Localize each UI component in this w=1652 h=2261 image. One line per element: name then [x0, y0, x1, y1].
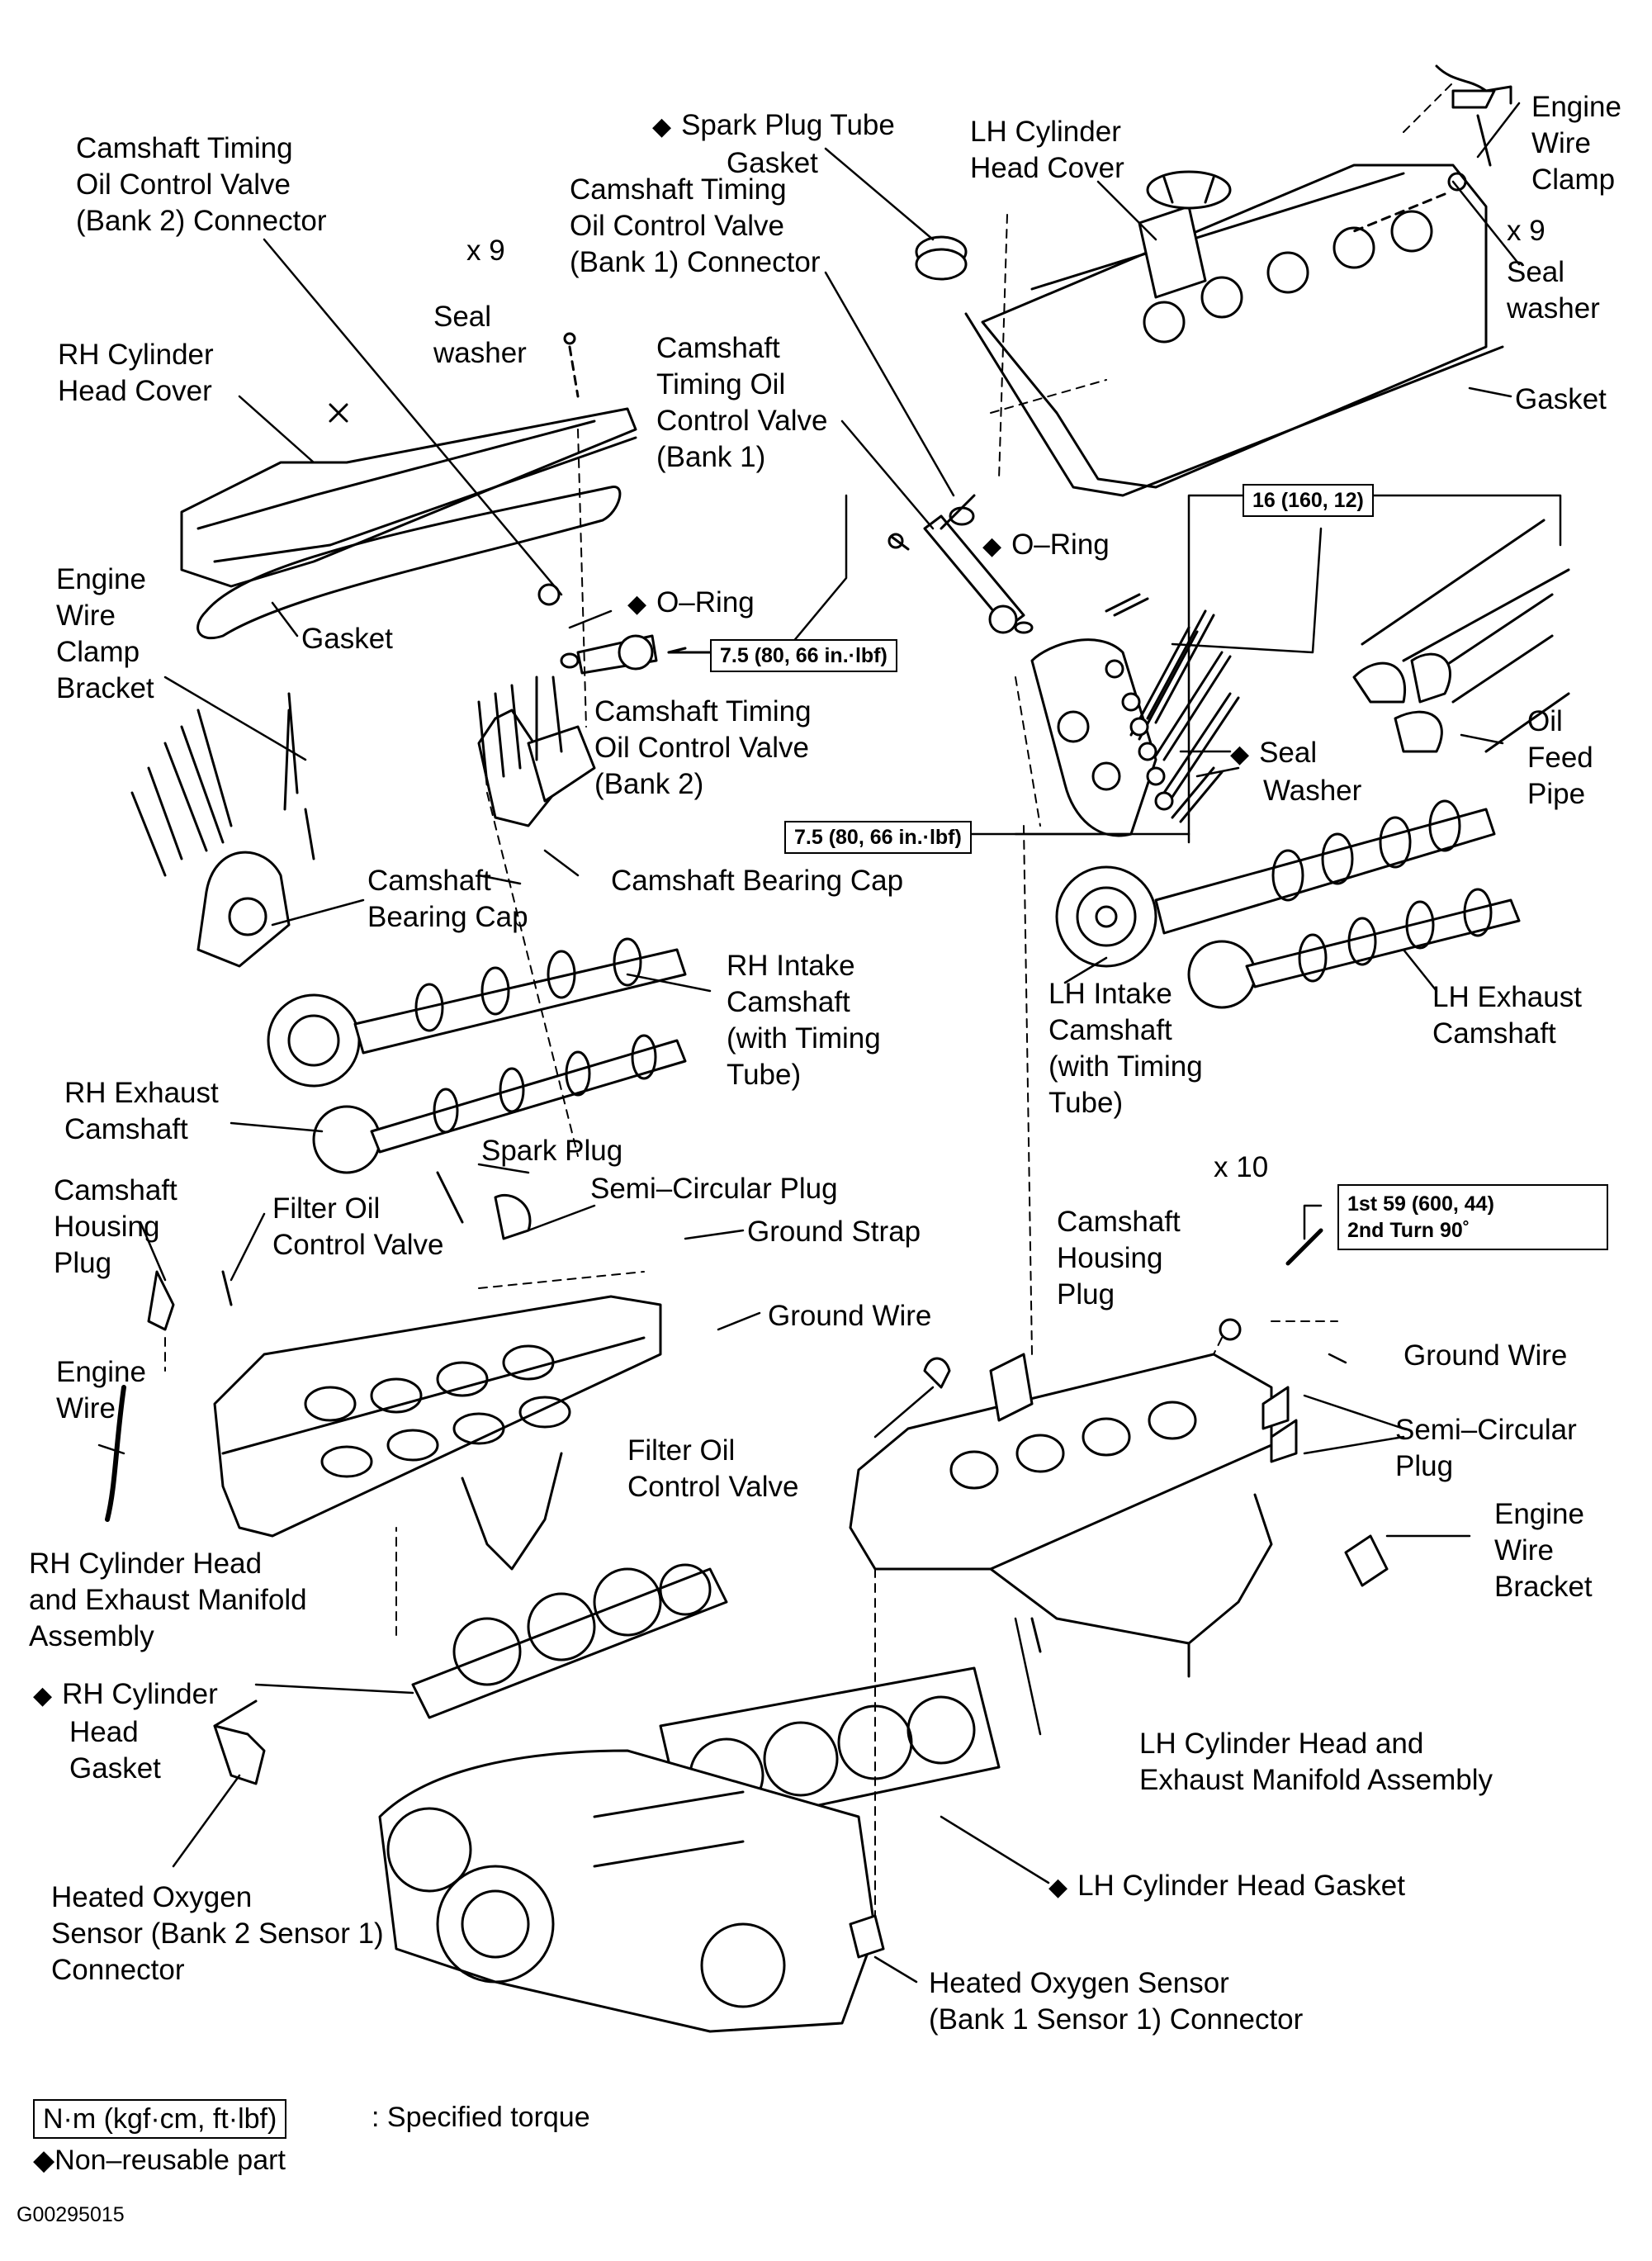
label-ocv-bank2: Camshaft Timing Oil Control Valve (Bank …	[594, 695, 812, 800]
rh-cylinder-head-cover-drawing	[180, 332, 637, 640]
rh-bearing-cap-drawing	[130, 675, 596, 968]
label-lh-intake-camshaft: LH Intake Camshaft (with Timing Tube)	[1048, 978, 1203, 1119]
legend-torque-unit-box: N·m (kgf·cm, ft·lbf)	[33, 2099, 287, 2139]
label-rh-cylinder-head-cover: RH Cylinder Head Cover	[58, 339, 214, 407]
label-spark-plug-tube-gasket: ◆Spark Plug Tube Gasket	[652, 109, 895, 179]
label-rh-intake-camshaft: RH Intake Camshaft (with Timing Tube)	[727, 950, 881, 1091]
label-seal-washer-left: Seal washer	[433, 301, 527, 369]
label-rh-head-exhaust-assembly: RH Cylinder Head and Exhaust Manifold As…	[29, 1548, 307, 1652]
torque-cap-bolt-top: 16 (160, 12)	[1243, 484, 1374, 517]
label-x9-left: x 9	[466, 235, 505, 267]
figure-id: G00295015	[17, 2203, 125, 2226]
label-filter-ocv-left: Filter Oil Control Valve	[272, 1192, 444, 1261]
engine-wire-clamp-drawing	[1352, 64, 1512, 233]
torque-ocv-bolt: 7.5 (80, 66 in.·lbf)	[710, 639, 897, 672]
label-engine-wire-bracket: Engine Wire Bracket	[1494, 1498, 1593, 1603]
label-ho2s-bank1: Heated Oxygen Sensor (Bank 1 Sensor 1) C…	[929, 1967, 1304, 2036]
label-filter-ocv-right: Filter Oil Control Valve	[627, 1434, 799, 1503]
label-rh-exhaust-camshaft: RH Exhaust Camshaft	[64, 1077, 219, 1145]
label-o-ring-lower: ◆O–Ring	[627, 586, 755, 619]
label-engine-wire-clamp: Engine Wire Clamp	[1531, 91, 1621, 196]
ocv-bank2-drawing	[537, 583, 712, 675]
label-ground-strap: Ground Strap	[747, 1216, 921, 1248]
lh-cylinder-head-cover-drawing	[915, 164, 1504, 497]
label-gasket-lh: Gasket	[1515, 383, 1607, 415]
label-lh-cylinder-head-cover: LH Cylinder Head Cover	[970, 116, 1124, 184]
label-gasket-rh: Gasket	[301, 623, 393, 655]
rh-cylinder-head-drawing	[105, 1171, 662, 1571]
lh-camshafts-drawing	[1055, 799, 1521, 1009]
torque-head-bolt: 1st 59 (600, 44) 2nd Turn 90˚	[1337, 1184, 1608, 1250]
label-ocv-bank1: Camshaft Timing Oil Control Valve (Bank …	[656, 332, 828, 473]
rh-camshafts-drawing	[267, 937, 687, 1174]
label-semi-circular-plug-right: Semi–Circular Plug	[1395, 1414, 1577, 1482]
legend-non-reusable: ◆Non–reusable part	[33, 2145, 286, 2176]
label-ocv-bank2-connector: Camshaft Timing Oil Control Valve (Bank …	[76, 132, 327, 237]
label-camshaft-housing-plug-right: Camshaft Housing Plug	[1057, 1206, 1181, 1311]
lh-cylinder-head-drawing	[849, 1228, 1389, 1678]
label-lh-cylinder-head-gasket: ◆LH Cylinder Head Gasket	[1048, 1870, 1405, 1902]
lh-bearing-cap-drawing	[1030, 519, 1570, 837]
label-ground-wire-right: Ground Wire	[1403, 1339, 1568, 1372]
label-camshaft-housing-plug-left: Camshaft Housing Plug	[54, 1174, 178, 1279]
assembly-lines	[164, 82, 1454, 1917]
ocv-bank1-drawing	[888, 494, 1034, 634]
label-ocv-bank1-connector: Camshaft Timing Oil Control Valve (Bank …	[570, 173, 821, 278]
label-ground-wire-left: Ground Wire	[768, 1300, 932, 1332]
label-rh-cylinder-head-gasket: ◆RH Cylinder Head Gasket	[33, 1678, 218, 1785]
label-oil-feed-pipe: Oil Feed Pipe	[1527, 705, 1593, 810]
label-x9-right: x 9	[1507, 215, 1545, 247]
leader-lines	[97, 102, 1521, 1984]
rh-head-gasket-drawing	[411, 1563, 728, 1719]
label-bearing-cap-left: Camshaft Bearing Cap	[367, 865, 528, 933]
label-bearing-cap-mid: Camshaft Bearing Cap	[611, 865, 904, 897]
label-seal-washer-right: Seal washer	[1507, 256, 1600, 325]
label-lh-head-exhaust-assembly: LH Cylinder Head and Exhaust Manifold As…	[1139, 1728, 1493, 1796]
label-o-ring-upper: ◆O–Ring	[982, 529, 1110, 561]
torque-cap-bolt-small: 7.5 (80, 66 in.·lbf)	[784, 821, 972, 854]
label-engine-wire-clamp-bracket: Engine Wire Clamp Bracket	[56, 563, 154, 704]
ho2s-connectors-drawing	[213, 1699, 885, 1959]
label-engine-wire: Engine Wire	[56, 1356, 146, 1424]
label-semi-circular-plug-top: Semi–Circular Plug	[590, 1173, 838, 1205]
legend-torque-text: : Specified torque	[372, 2102, 590, 2133]
label-spark-plug: Spark Plug	[481, 1135, 623, 1167]
label-x10: x 10	[1214, 1151, 1269, 1183]
engine-block-drawing	[378, 1749, 877, 2033]
label-ho2s-bank2: Heated Oxygen Sensor (Bank 2 Sensor 1) C…	[51, 1881, 384, 1986]
label-seal-washer-mid: ◆Seal Washer	[1230, 737, 1362, 807]
label-lh-exhaust-camshaft: LH Exhaust Camshaft	[1432, 981, 1582, 1050]
